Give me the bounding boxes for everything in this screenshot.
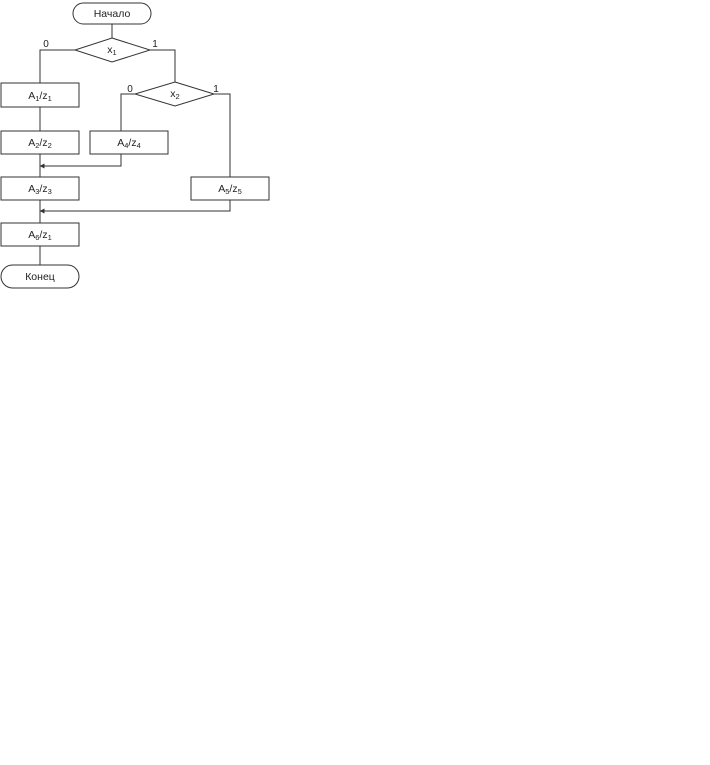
process-a3-label: A3/z3 — [28, 183, 52, 196]
process-a3-box — [0, 176, 80, 201]
decision-x2-sub: 2 — [176, 92, 180, 101]
start-label: Начало — [94, 8, 131, 20]
decision-x1-label: x1 — [107, 44, 116, 57]
connector-a4-merge — [39, 154, 122, 169]
decision-x2-shape — [133, 81, 216, 107]
process-a1-box — [0, 82, 80, 108]
decision-x1-no-label: 0 — [43, 39, 49, 50]
end-shape — [0, 264, 80, 289]
process-a4-label: A4/z4 — [117, 137, 141, 150]
process-a5-label: A5/z5 — [218, 183, 242, 196]
decision-x2-no-label: 0 — [127, 84, 133, 95]
process-a4: A4/z4 — [89, 130, 169, 155]
decision-x1: x1 0 1 — [43, 37, 158, 63]
decision-x1-yes-label: 1 — [152, 39, 158, 50]
decision-x2: x2 0 1 — [127, 81, 219, 107]
process-a6: A6/z1 — [0, 222, 80, 247]
process-a2-box — [0, 130, 80, 155]
process-a5-box — [190, 176, 270, 201]
decision-x1-sub: 1 — [113, 48, 117, 57]
decision-x2-label: x2 — [170, 88, 179, 101]
decision-x2-yes-label: 1 — [213, 84, 219, 95]
process-a6-label: A6/z1 — [28, 229, 52, 242]
end-terminator: Конец — [0, 264, 80, 289]
process-a5: A5/z5 — [190, 176, 270, 201]
connector-x2-yes-branch — [214, 93, 231, 177]
process-a6-box — [0, 222, 80, 247]
connectors — [39, 24, 231, 265]
process-a4-box — [89, 130, 169, 155]
decision-x1-var: x — [107, 44, 113, 56]
connector-x1-no-branch — [39, 49, 75, 83]
decision-x2-var: x — [170, 88, 176, 100]
process-a3: A3/z3 — [0, 176, 80, 201]
connector-x1-yes-branch — [150, 49, 176, 82]
process-a2-label: A2/z2 — [28, 137, 52, 150]
process-a1: A1/z1 — [0, 82, 80, 108]
start-shape — [72, 2, 152, 25]
process-a2: A2/z2 — [0, 130, 80, 155]
end-label: Конец — [25, 271, 55, 283]
connector-x2-no-branch — [120, 93, 135, 131]
process-a1-label: A1/z1 — [28, 90, 52, 103]
decision-x1-shape — [73, 37, 152, 63]
start-terminator: Начало — [72, 2, 152, 25]
connector-a5-merge — [39, 200, 231, 214]
